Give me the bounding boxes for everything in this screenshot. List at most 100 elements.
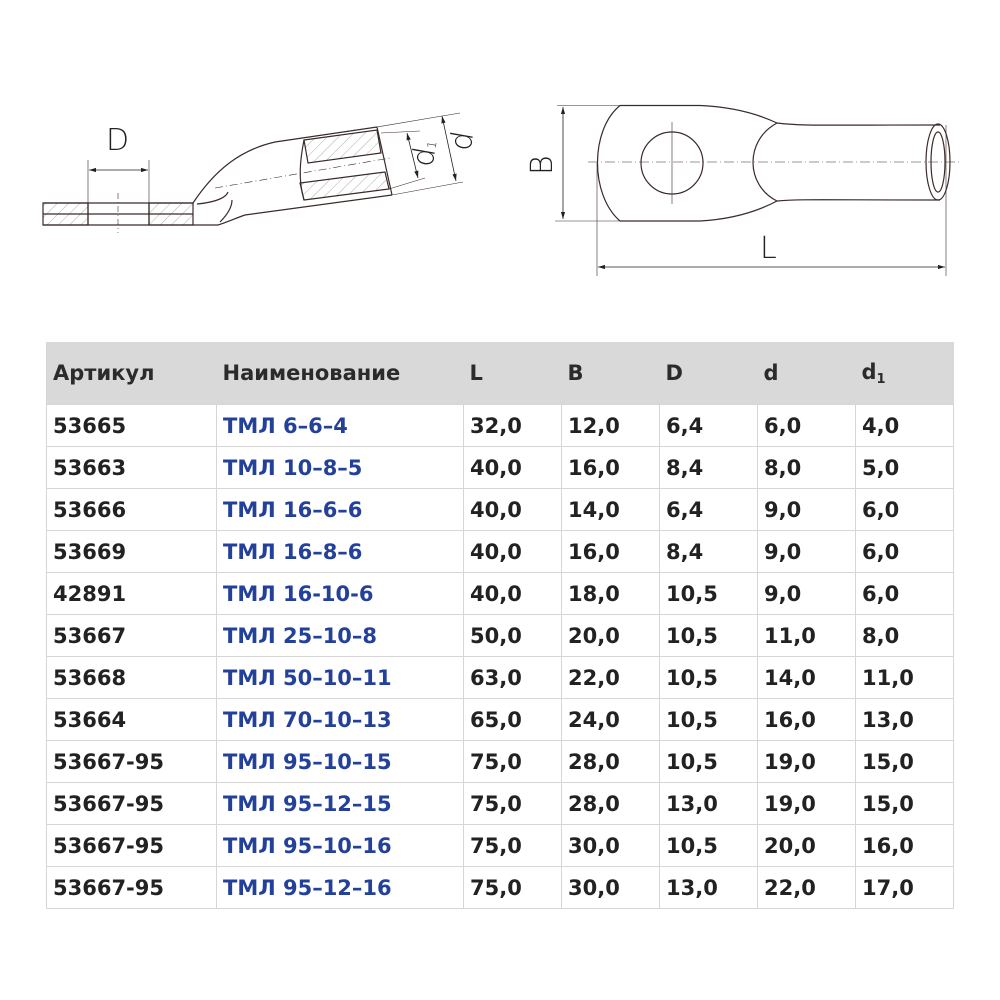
cell-d1: 13,0 [855, 698, 954, 741]
cell-L: 40,0 [463, 446, 562, 489]
cell-d1: 15,0 [855, 740, 954, 783]
cell-name: ТМЛ 70–10–13 [216, 698, 464, 741]
cell-B: 20,0 [561, 614, 660, 657]
cell-D: 10,5 [659, 572, 758, 615]
dim-label-B: B [525, 155, 560, 175]
header-L: L [463, 342, 562, 405]
cell-d1: 5,0 [855, 446, 954, 489]
lug-technical-drawing: D d1 d B L [42, 104, 960, 276]
cell-name: ТМЛ 95–10–16 [216, 824, 464, 867]
header-D: D [659, 342, 758, 405]
cell-d: 9,0 [757, 572, 856, 615]
cell-L: 50,0 [463, 614, 562, 657]
cell-L: 40,0 [463, 488, 562, 531]
cell-d1: 11,0 [855, 656, 954, 699]
cell-D: 13,0 [659, 866, 758, 909]
header-d: d [757, 342, 856, 405]
cell-L: 32,0 [463, 404, 562, 447]
cell-L: 40,0 [463, 530, 562, 573]
cell-name: ТМЛ 95–10–15 [216, 740, 464, 783]
cell-L: 63,0 [463, 656, 562, 699]
cell-article: 53668 [46, 656, 217, 699]
cell-article: 53665 [46, 404, 217, 447]
cell-d: 16,0 [757, 698, 856, 741]
cell-B: 16,0 [561, 530, 660, 573]
table-header-row: Артикул Наименование L B D d d1 [46, 342, 954, 405]
header-name: Наименование [216, 342, 464, 405]
cell-d: 11,0 [757, 614, 856, 657]
cell-B: 16,0 [561, 446, 660, 489]
cell-article: 53667-95 [46, 740, 217, 783]
cell-d1: 8,0 [855, 614, 954, 657]
header-d1: d1 [855, 342, 954, 405]
cell-D: 13,0 [659, 782, 758, 825]
cell-name: ТМЛ 25–10–8 [216, 614, 464, 657]
cell-d: 20,0 [757, 824, 856, 867]
cell-B: 30,0 [561, 866, 660, 909]
cell-article: 42891 [46, 572, 217, 615]
cell-name: ТМЛ 95–12–15 [216, 782, 464, 825]
cell-D: 10,5 [659, 656, 758, 699]
cell-B: 14,0 [561, 488, 660, 531]
cell-D: 10,5 [659, 614, 758, 657]
top-view [555, 104, 960, 276]
cell-d: 19,0 [757, 782, 856, 825]
cell-article: 53664 [46, 698, 217, 741]
cell-d1: 16,0 [855, 824, 954, 867]
cell-B: 12,0 [561, 404, 660, 447]
dim-label-L: L [760, 231, 777, 266]
cell-d1: 6,0 [855, 488, 954, 531]
cell-d1: 6,0 [855, 572, 954, 615]
cell-article: 53667-95 [46, 824, 217, 867]
cell-d: 19,0 [757, 740, 856, 783]
cell-article: 53663 [46, 446, 217, 489]
cell-D: 6,4 [659, 488, 758, 531]
cell-B: 22,0 [561, 656, 660, 699]
cell-D: 6,4 [659, 404, 758, 447]
cell-name: ТМЛ 16–6–6 [216, 488, 464, 531]
header-B: B [561, 342, 660, 405]
cell-name: ТМЛ 50–10–11 [216, 656, 464, 699]
dim-label-d1: d1 [405, 137, 444, 169]
cell-name: ТМЛ 16–8–6 [216, 530, 464, 573]
cell-B: 24,0 [561, 698, 660, 741]
cell-L: 75,0 [463, 866, 562, 909]
cell-D: 8,4 [659, 530, 758, 573]
cell-article: 53669 [46, 530, 217, 573]
cell-name: ТМЛ 6–6–4 [216, 404, 464, 447]
cell-B: 18,0 [561, 572, 660, 615]
cell-d1: 4,0 [855, 404, 954, 447]
cell-B: 28,0 [561, 740, 660, 783]
cell-L: 75,0 [463, 740, 562, 783]
cell-d: 14,0 [757, 656, 856, 699]
cell-name: ТМЛ 10–8–5 [216, 446, 464, 489]
cell-D: 10,5 [659, 824, 758, 867]
cell-d: 8,0 [757, 446, 856, 489]
cell-L: 75,0 [463, 824, 562, 867]
cell-d1: 17,0 [855, 866, 954, 909]
header-article: Артикул [46, 342, 217, 405]
cell-article: 53667-95 [46, 866, 217, 909]
cell-d1: 6,0 [855, 530, 954, 573]
cell-d: 6,0 [757, 404, 856, 447]
cell-L: 65,0 [463, 698, 562, 741]
cell-article: 53666 [46, 488, 217, 531]
cell-D: 10,5 [659, 740, 758, 783]
cell-article: 53667-95 [46, 782, 217, 825]
dim-label-D: D [106, 123, 129, 158]
cell-d: 9,0 [757, 488, 856, 531]
cell-D: 8,4 [659, 446, 758, 489]
cell-B: 28,0 [561, 782, 660, 825]
